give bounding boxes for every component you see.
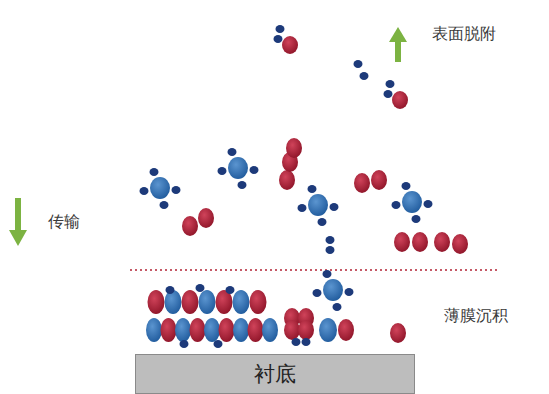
h-atom [226,286,235,294]
h-atom [318,218,327,226]
atom [338,319,354,341]
h-atom [326,246,335,254]
atom [199,290,216,314]
atom [284,320,300,340]
deposition-label: 薄膜沉积 [444,306,508,325]
atom [148,290,165,314]
h-atom [412,215,421,223]
atom [323,279,343,301]
h-atom [302,338,311,346]
atom [452,234,468,254]
atom [248,318,264,342]
h-atom [345,288,354,296]
h-atom [140,187,149,195]
h-atom [150,168,159,176]
atom [319,318,337,342]
h-atom [160,201,169,209]
atom [279,170,295,190]
h-atom [354,60,363,68]
atom [412,232,428,252]
atom [190,318,206,342]
h-atom [384,90,393,98]
molecules [140,25,469,346]
atom [161,318,177,342]
h-atom [392,201,401,209]
atom [402,191,422,213]
h-atom [214,340,223,348]
atom [286,138,302,158]
h-atom [172,186,181,194]
h-atom [274,35,283,43]
substrate-label: 衬底 [254,360,296,388]
h-atom [228,148,237,156]
atom [175,318,191,342]
h-atom [180,340,189,348]
h-atom [360,72,369,80]
h-atom [238,181,247,189]
atom [434,232,450,252]
film-layer [146,284,354,348]
desorption-label: 表面脱附 [432,24,496,43]
h-atom [313,289,322,297]
atom [233,318,249,342]
h-atom [276,25,285,33]
atom [354,173,370,193]
atom [282,36,298,54]
atom [390,323,406,343]
atom [371,170,387,190]
atom [198,208,214,228]
transport-arrow [9,198,27,246]
atom [298,320,314,340]
h-atom [330,203,339,211]
h-atom [166,286,175,294]
atom [219,318,235,342]
atom [262,318,278,342]
atom [146,318,162,342]
atom [308,194,328,216]
h-atom [298,204,307,212]
h-atom [292,338,301,346]
atom [228,157,248,179]
atom [233,290,250,314]
atom [165,290,182,314]
h-atom [386,80,395,88]
h-atom [250,166,259,174]
h-atom [333,303,342,311]
atom [204,318,220,342]
desorption-arrow [389,27,407,62]
atom [250,290,267,314]
h-atom [308,185,317,193]
atom [182,216,198,236]
atom [392,91,408,109]
atom [394,232,410,252]
substrate-box: 衬底 [135,354,415,394]
h-atom [323,270,332,278]
h-atom [326,236,335,244]
atom [182,290,199,314]
atom [150,177,170,199]
h-atom [424,200,433,208]
transport-label: 传输 [48,212,80,231]
h-atom [402,182,411,190]
h-atom [196,284,205,292]
boundary-line [130,269,500,271]
h-atom [218,167,227,175]
